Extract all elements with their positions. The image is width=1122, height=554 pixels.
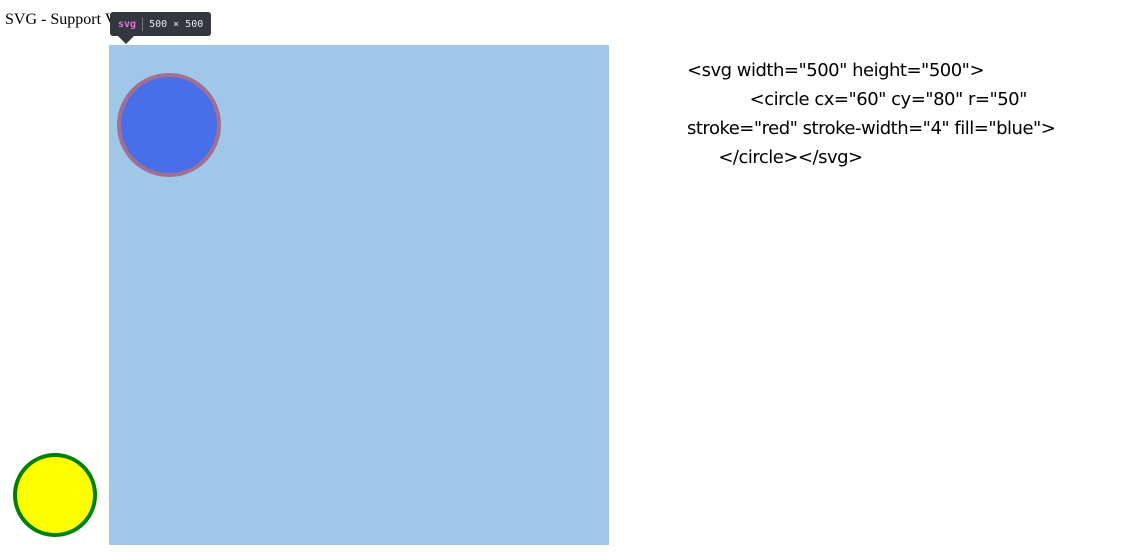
yellow-circle[interactable] [13, 453, 97, 537]
svg-element[interactable] [109, 45, 609, 545]
blue-circle[interactable] [117, 73, 221, 177]
inspector-tooltip: svg 500 × 500 [110, 12, 212, 36]
code-line-2: <circle cx="60" cy="80" r="50" [687, 89, 1028, 110]
yellow-circle-svg[interactable] [12, 453, 98, 539]
tooltip-tag-name: svg [118, 18, 137, 30]
code-line-3: stroke="red" stroke-width="4" fill="blue… [687, 118, 1056, 139]
tooltip-separator [142, 17, 144, 31]
svg-canvas[interactable] [109, 45, 609, 545]
code-line-4: </circle></svg> [687, 147, 863, 168]
code-snippet: <svg width="500" height="500"> <circle c… [687, 56, 1056, 172]
code-line-1: <svg width="500" height="500"> [687, 60, 985, 81]
tooltip-arrow [118, 36, 134, 44]
tooltip-dimensions: 500 × 500 [149, 18, 204, 30]
